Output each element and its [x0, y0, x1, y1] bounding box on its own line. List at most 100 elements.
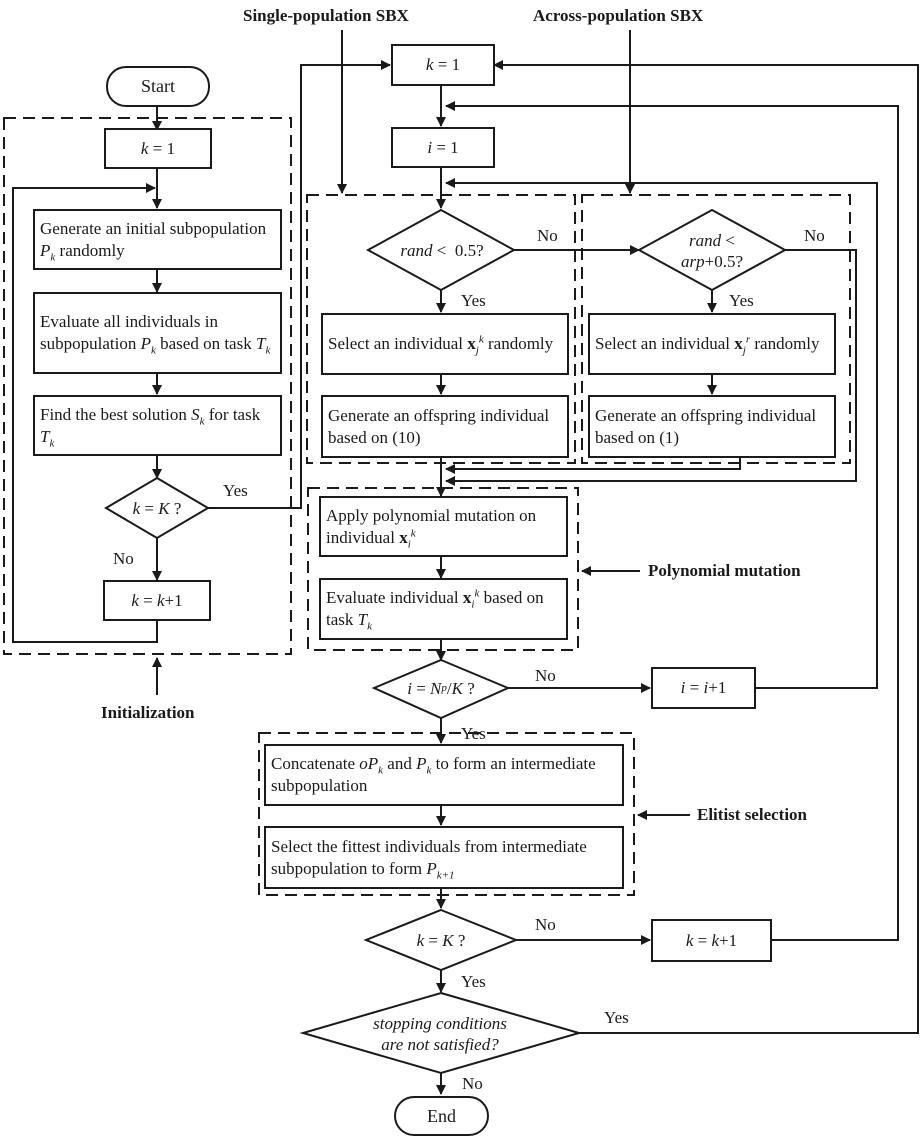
end-terminal[interactable]: End — [394, 1096, 489, 1136]
line2: are not satisfied? — [381, 1035, 499, 1054]
sym: P — [426, 858, 437, 878]
text: randomly — [483, 334, 554, 353]
var: rand — [400, 240, 433, 260]
text: for task — [204, 404, 261, 424]
var: k — [425, 55, 434, 74]
across-decision-text[interactable]: rand <arp+0.5? — [656, 229, 768, 273]
sbx-decision-text[interactable]: rand < 0.5? — [376, 238, 508, 262]
offspring-across-box[interactable]: Generate an offspring individual based o… — [588, 395, 836, 458]
sym: P — [40, 240, 51, 260]
var: i — [680, 678, 686, 697]
init-k-increment[interactable]: k = k+1 — [103, 580, 211, 621]
box-text: Generate an initial subpopulation Pk ran… — [40, 218, 275, 263]
rhs: K — [451, 678, 463, 698]
across-no-label: No — [804, 226, 825, 245]
text: Generate an initial subpopulation — [40, 218, 267, 238]
stop-no-label: No — [462, 1074, 483, 1093]
sym: P — [140, 334, 151, 353]
var: k — [416, 930, 425, 950]
sbx-decision-diamond — [365, 208, 517, 292]
evaluate-subpopulation-box[interactable]: Evaluate all individuals in subpopulatio… — [33, 292, 282, 374]
sym: S — [191, 404, 200, 424]
init-decision-text[interactable]: k = K ? — [110, 496, 204, 520]
select-fittest-box[interactable]: Select the fittest individuals from inte… — [264, 826, 624, 889]
box-text: Concatenate oPk and Pk to form an interm… — [271, 753, 617, 797]
var: rand — [689, 231, 722, 250]
concatenate-box[interactable]: Concatenate oPk and Pk to form an interm… — [264, 744, 624, 806]
text: Find the best solution — [40, 404, 192, 424]
text: Evaluate individual — [326, 588, 463, 607]
k-decision-text[interactable]: k = K ? — [386, 928, 496, 952]
offspring-single-box[interactable]: Generate an offspring individual based o… — [321, 395, 569, 458]
sub: k+1 — [436, 868, 455, 881]
i-increment-box[interactable]: i = i+1 — [651, 667, 756, 709]
rest: < 0.5? — [432, 240, 484, 260]
sub: k — [426, 764, 432, 777]
q: ? — [462, 678, 475, 698]
sub: i — [471, 598, 475, 611]
elitist-selection-title: Elitist selection — [697, 805, 808, 824]
sym: N — [430, 678, 442, 698]
polynomial-mutation-box[interactable]: Apply polynomial mutation on individual … — [319, 496, 568, 557]
vec: x — [399, 527, 408, 547]
box-text: Generate an offspring individual based o… — [595, 405, 817, 447]
op: = — [424, 930, 443, 950]
sbx-yes-label: Yes — [461, 291, 486, 310]
sym: T — [40, 426, 50, 446]
select-across-individual-box[interactable]: Select an individual xjr randomly — [588, 313, 836, 375]
sym: T — [255, 334, 266, 353]
sym: P — [367, 754, 379, 773]
val: 1 — [450, 137, 459, 157]
tail: +1 — [719, 930, 738, 950]
main-k-equals-1[interactable]: k = 1 — [391, 44, 495, 86]
sub: k — [367, 620, 372, 633]
rest: +0.5? — [704, 252, 743, 271]
box-text: Apply polynomial mutation on individual … — [326, 505, 561, 550]
box-text: Evaluate individual xik based on task Tk — [326, 587, 561, 633]
initialization-title: Initialization — [101, 703, 195, 722]
main-i-equals-1[interactable]: i = 1 — [391, 127, 495, 168]
find-best-solution-box[interactable]: Find the best solution Sk for task Tk — [33, 395, 282, 456]
rhs: k — [711, 930, 720, 950]
tail: +1 — [164, 590, 183, 610]
k-increment-box[interactable]: k = k+1 — [651, 919, 772, 962]
rhs: k — [157, 590, 165, 610]
text: Apply polynomial mutation on individual — [326, 505, 537, 547]
op: = — [433, 55, 452, 74]
sbx-no-label: No — [537, 226, 558, 245]
generate-subpopulation-box[interactable]: Generate an initial subpopulation Pk ran… — [33, 209, 282, 270]
var: k — [685, 930, 694, 950]
sup: r — [745, 333, 751, 346]
elitist-group — [258, 732, 635, 896]
sub: k — [50, 250, 56, 263]
init-yes-label: Yes — [223, 481, 248, 500]
q: ? — [453, 930, 466, 950]
vec: x — [462, 588, 472, 607]
op: = — [148, 138, 167, 158]
k-no-label: No — [535, 915, 556, 934]
rhs: K — [158, 498, 170, 518]
start-terminal[interactable]: Start — [106, 66, 210, 107]
var: arp — [680, 252, 705, 271]
end-label: End — [427, 1105, 456, 1126]
init-decision-diamond — [104, 476, 210, 540]
across-yes-label: Yes — [729, 291, 754, 310]
tail: +1 — [708, 678, 727, 697]
var: i — [427, 137, 433, 157]
vec: x — [734, 334, 743, 353]
op: = — [411, 678, 431, 698]
var: k — [132, 498, 141, 518]
init-k-equals-1[interactable]: k = 1 — [104, 128, 212, 169]
across-decision-diamond — [636, 208, 788, 292]
i-no-label: No — [535, 666, 556, 685]
val: 1 — [451, 55, 461, 74]
vec: x — [467, 334, 476, 353]
box-text: Find the best solution Sk for task Tk — [40, 404, 275, 449]
box-text: Select an individual xjk randomly — [328, 333, 554, 356]
text: Select an individual — [595, 334, 735, 353]
select-single-individual-box[interactable]: Select an individual xjk randomly — [321, 313, 569, 375]
evaluate-individual-box[interactable]: Evaluate individual xik based on task Tk — [319, 578, 568, 640]
